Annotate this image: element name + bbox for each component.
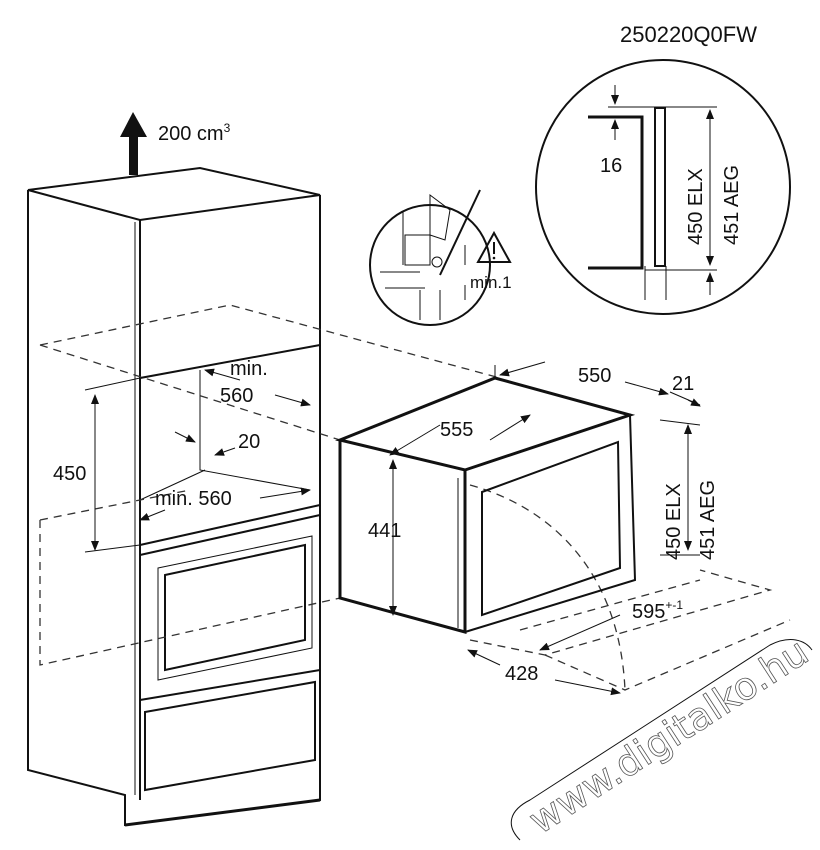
door-gap-label: min.1	[470, 273, 512, 292]
dimension-lines	[84, 361, 701, 696]
oven-height-label: 441	[368, 520, 401, 542]
detail-gap-label: 16	[600, 155, 622, 177]
front-width-label: 428	[505, 663, 538, 685]
inner-depth-label: 555	[440, 419, 473, 441]
detail-height-elx-label: 450 ELX	[685, 168, 707, 245]
dashed-guides	[39, 304, 791, 691]
oven-width-label: 595+-1	[632, 598, 683, 623]
detail-height-aeg-label: 451 AEG	[721, 165, 743, 245]
back-offset-label: 21	[672, 373, 694, 395]
cabinet-drawing	[27, 166, 321, 827]
oven-depth-label: 550	[578, 365, 611, 387]
detail-circle-height	[535, 59, 791, 315]
oven-height-elx-label: 450 ELX	[663, 483, 685, 560]
watermark: www.digitalko.hu	[510, 629, 817, 843]
oven-drawing	[335, 376, 637, 634]
min-width-bottom-label: min. 560	[155, 488, 232, 510]
oven-height-aeg-label: 451 AEG	[697, 480, 719, 560]
niche-height-label: 450	[53, 463, 86, 485]
warning-triangle-icon	[476, 230, 512, 263]
ventilation-arrow-icon	[120, 112, 147, 175]
min-width-top-value: 560	[220, 385, 253, 407]
model-code: 250220Q0FW	[620, 22, 757, 47]
ventilation-label: 200 cm3	[158, 121, 231, 145]
depth-gap-label: 20	[238, 431, 260, 453]
min-width-top-label: min.	[230, 358, 268, 380]
svg-text:www.digitalko.hu: www.digitalko.hu	[521, 629, 816, 842]
detail-circle-door-gap	[369, 189, 491, 326]
